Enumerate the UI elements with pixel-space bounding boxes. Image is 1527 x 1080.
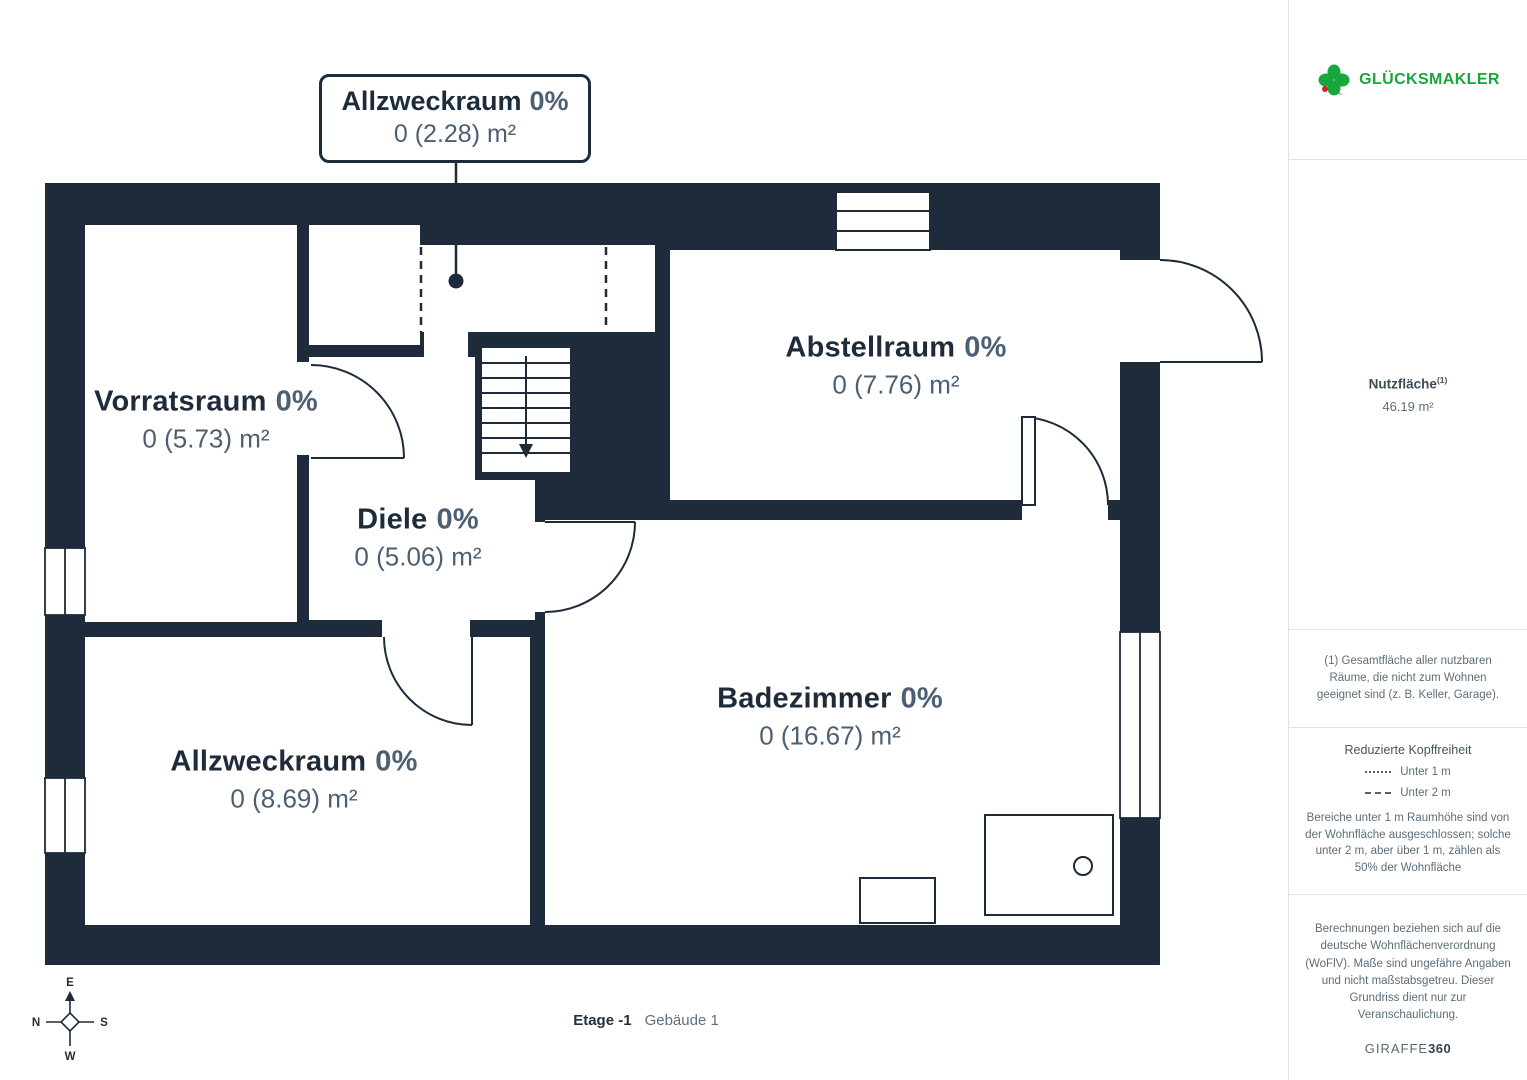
footnote-section: (1) Gesamtfläche aller nutzbaren Räume, …: [1289, 630, 1527, 728]
shaft: [835, 191, 931, 251]
room-diele-lower: [470, 480, 535, 620]
compass-arrow: [65, 991, 75, 1001]
room-pct: 0%: [375, 745, 418, 778]
room-vorratsraum: [85, 225, 297, 622]
legend-under-1m: Unter 1 m: [1289, 766, 1527, 778]
room-name: Badezimmer: [717, 682, 892, 715]
windows: [44, 547, 1161, 854]
compass: E N S W: [32, 977, 108, 1063]
room-area: 0 (8.69) m²: [230, 783, 358, 814]
room-abstellraum: [670, 250, 1120, 500]
clover-icon: [1318, 64, 1350, 95]
door-badezimmer: [544, 521, 636, 613]
room-area: 0 (16.67) m²: [759, 720, 901, 751]
room-top-small: [309, 225, 420, 345]
legend-under-2m: Unter 2 m: [1289, 787, 1527, 799]
room-diele-left: [309, 357, 475, 620]
room-pct: 0%: [900, 682, 943, 715]
callout-room-name: Allzweckraum: [341, 86, 522, 116]
compass-top: E: [66, 977, 74, 989]
door-allzweckraum: [383, 636, 473, 726]
shower-drain: [1073, 856, 1093, 876]
room-area: 0 (7.76) m²: [832, 369, 960, 400]
room-pct: 0%: [275, 385, 318, 418]
compass-right: S: [100, 1017, 108, 1029]
door-abstellraum: [1021, 416, 1109, 506]
room-name: Allzweckraum: [170, 745, 367, 778]
floorplan-svg: E N S W: [32, 158, 1263, 1063]
legend-label: Unter 2 m: [1400, 787, 1451, 799]
ladybug-dot: [1322, 85, 1329, 92]
compass-bottom: W: [65, 1051, 76, 1063]
berechnungen-section: Berechnungen beziehen sich auf die deuts…: [1289, 895, 1527, 1080]
sidebar: GLÜCKSMAKLER Nutzfläche(1) 46.19 m² (1) …: [1288, 0, 1527, 1080]
door-openings: [295, 260, 1160, 639]
room-area: 0 (5.06) m²: [354, 541, 482, 572]
callout-room-area: 0 (2.28) m²: [393, 120, 517, 148]
dashed-line-swatch: [1365, 792, 1392, 794]
room-allzweckraum: [85, 637, 530, 925]
kopffreiheit-text: Bereiche unter 1 m Raumhöhe sind von der…: [1305, 812, 1511, 875]
shower: [984, 814, 1114, 916]
room-corridor-allzweckraum: [420, 245, 655, 332]
berechnungen-text: Berechnungen beziehen sich auf die deuts…: [1305, 923, 1511, 1022]
giraffe360-brand: GIRAFFE360: [1364, 1041, 1452, 1056]
room-name: Abstellraum: [785, 331, 956, 364]
nutzflaeche-value: 46.19 m²: [1382, 399, 1434, 415]
floor-label: Etage -1: [573, 1012, 632, 1029]
brand-header: GLÜCKSMAKLER: [1289, 0, 1527, 160]
room-name: Vorratsraum: [94, 385, 267, 418]
callout-room-pct: 0%: [529, 86, 569, 116]
nutzflaeche-section: Nutzfläche(1) 46.19 m²: [1289, 160, 1527, 630]
footnote-text: (1) Gesamtfläche aller nutzbaren Räume, …: [1316, 654, 1500, 702]
door-entrance: [1159, 259, 1263, 363]
room-badezimmer: [545, 520, 1120, 925]
nutzflaeche-label: Nutzfläche(1): [1368, 374, 1448, 392]
legend-label: Unter 1 m: [1400, 766, 1451, 778]
compass-left: N: [32, 1017, 40, 1029]
callout-dot: [448, 273, 464, 289]
dotted-line-swatch: [1365, 771, 1392, 773]
kopffreiheit-section: Reduzierte Kopffreiheit Unter 1 m Unter …: [1289, 728, 1527, 895]
room-area: 0 (5.73) m²: [142, 423, 270, 454]
kopffreiheit-title: Reduzierte Kopffreiheit: [1344, 743, 1472, 757]
bathroom-fixtures: [859, 814, 1114, 924]
stairs: [482, 348, 570, 472]
sink: [859, 877, 936, 924]
room-interiors: [85, 225, 1120, 925]
building-label: Gebäude 1: [644, 1012, 719, 1029]
door-vorratsraum: [310, 364, 405, 459]
reduced-height-lines: [419, 247, 608, 332]
floor-caption: Etage -1 Gebäude 1: [573, 1012, 719, 1029]
door-swings: [310, 259, 1263, 726]
room-name: Diele: [357, 503, 428, 536]
brand-name: GLÜCKSMAKLER: [1359, 70, 1500, 88]
room-pct: 0%: [964, 331, 1007, 364]
room-pct: 0%: [436, 503, 479, 536]
